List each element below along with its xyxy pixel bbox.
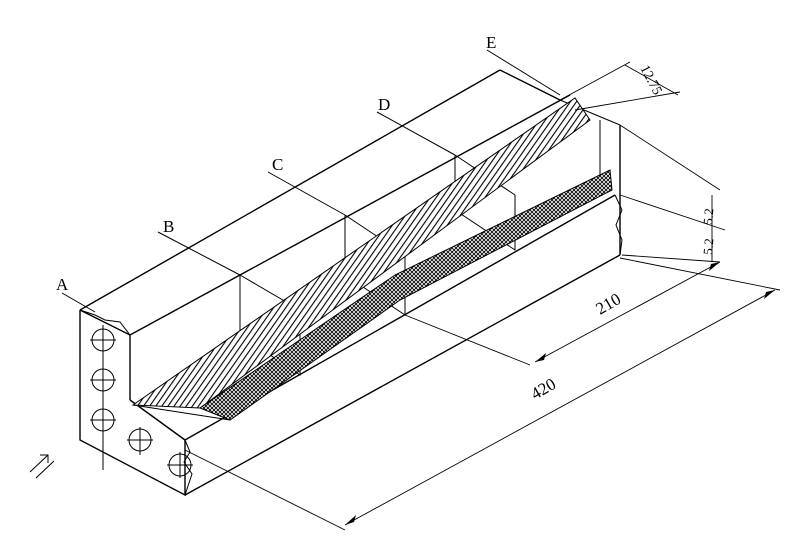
direction-arrow-icon bbox=[29, 454, 55, 479]
dim-5-2-upper: 5.2 bbox=[700, 208, 716, 225]
face-holes bbox=[90, 325, 193, 478]
dim-420: 420 bbox=[528, 374, 560, 403]
section-letter-labels: A B C D E bbox=[56, 33, 496, 294]
label-d: D bbox=[378, 95, 390, 114]
label-a: A bbox=[56, 275, 69, 294]
dimension-lines bbox=[184, 61, 781, 531]
dim-5-2-lower: 5.2 bbox=[700, 238, 716, 255]
section-leaders bbox=[61, 49, 561, 313]
dim-12-75: 12.75 bbox=[636, 63, 664, 98]
label-c: C bbox=[272, 155, 283, 174]
dim-210: 210 bbox=[593, 289, 625, 318]
label-b: B bbox=[163, 217, 174, 236]
label-e: E bbox=[486, 33, 496, 52]
tapered-core bbox=[131, 97, 613, 421]
